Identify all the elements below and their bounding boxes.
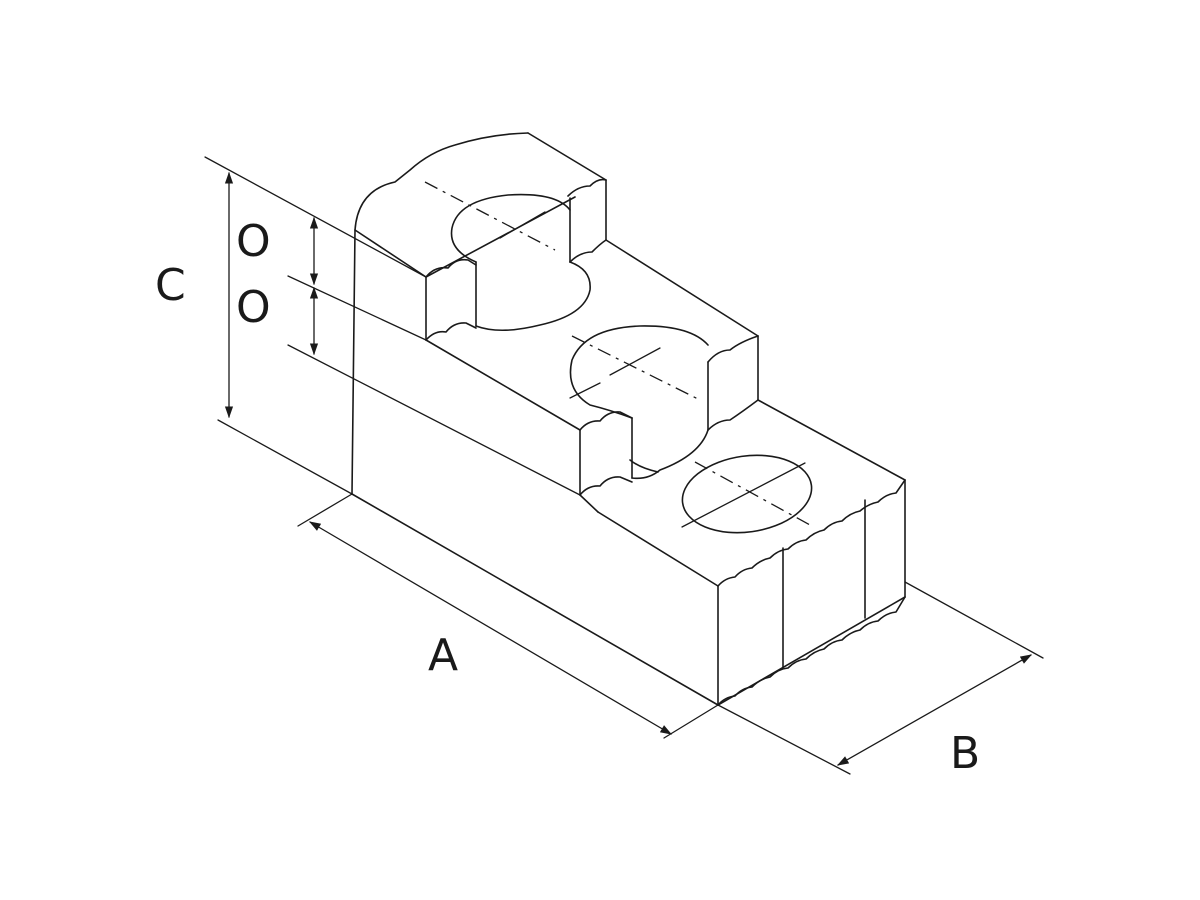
ext-line-mid	[287, 275, 427, 341]
lower-hole-centerline	[694, 461, 811, 526]
label-c: C	[155, 260, 186, 311]
label-b: B	[950, 728, 980, 779]
mid-step-serration-bottom	[579, 399, 759, 496]
ext-line-b-right	[904, 581, 1044, 659]
mid-step-serration-top	[579, 335, 759, 431]
step-low-far-edge	[757, 399, 906, 481]
middle-step	[569, 325, 759, 513]
upper-slot-outline	[450, 193, 591, 332]
block-rounded-back-edge	[351, 132, 529, 495]
lower-hole-outline	[681, 454, 813, 534]
upper-slot-centerline	[424, 181, 556, 251]
mid-slot-notch	[629, 459, 659, 473]
dim-a-arrow	[308, 521, 673, 735]
upper-step	[354, 132, 759, 431]
mid-slot-outline	[569, 325, 709, 480]
mid-slot-cross	[609, 347, 661, 376]
block-end-face-top-edge	[717, 479, 906, 587]
label-a: A	[428, 630, 458, 681]
upper-step-serration-bottom	[425, 239, 607, 341]
upper-to-mid-tread	[605, 239, 759, 337]
upper-step-top-back	[527, 132, 607, 181]
lower-hole-cross	[681, 462, 806, 528]
label-o-upper: O	[236, 216, 271, 267]
mid-slot-cross-2	[569, 382, 601, 399]
label-o-lower: O	[236, 282, 271, 333]
dimension-lines	[204, 156, 1044, 775]
mid-slot-centerline	[571, 335, 701, 401]
block-end-face-bottom-edge	[717, 596, 906, 706]
step-low-near-edge	[597, 511, 719, 587]
ext-line-b-left	[717, 704, 851, 775]
mid-to-low-tread	[579, 494, 599, 513]
dim-b-arrow	[836, 654, 1033, 766]
ext-line-low	[287, 344, 581, 496]
ext-line-a-right	[663, 704, 719, 739]
upper-step-left-edge	[354, 229, 427, 278]
block-body	[351, 132, 906, 706]
ext-line-bottom	[217, 419, 353, 495]
upper-step-serration-top	[425, 178, 607, 278]
lower-hole	[681, 454, 813, 534]
ext-line-a-left	[297, 493, 353, 527]
upper-slot-cross	[499, 211, 546, 239]
block-front-edge	[351, 493, 719, 706]
dimension-labels: C O O A B	[155, 216, 980, 779]
upper-to-mid-front	[425, 339, 581, 431]
